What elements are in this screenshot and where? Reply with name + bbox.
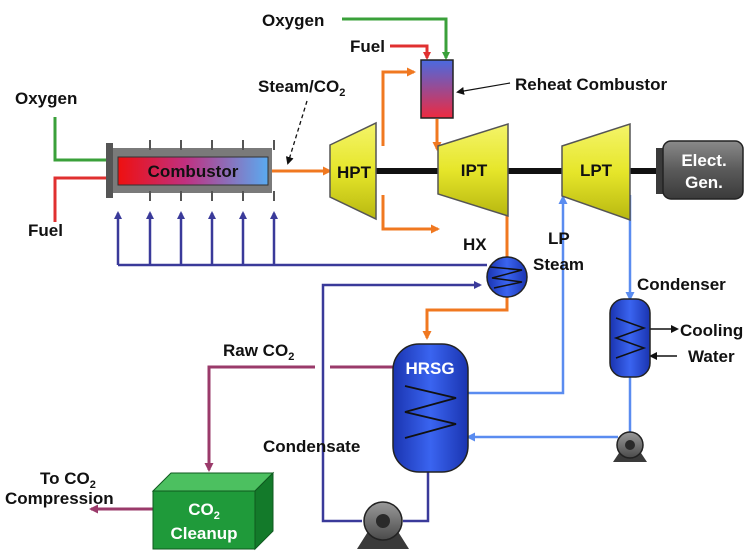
- oxygen-left-label: Oxygen: [15, 89, 77, 108]
- cooling-water-label-line2: Water: [688, 347, 735, 366]
- hrsg-vessel: HRSG: [392, 343, 469, 473]
- ipt-label: IPT: [461, 161, 488, 180]
- hp-turbine: HPT: [329, 121, 377, 221]
- fuel-left-label: Fuel: [28, 221, 63, 240]
- lp-steam-label-line1: LP: [548, 229, 570, 248]
- lpt-label: LPT: [580, 161, 613, 180]
- steam-co2-leader-line: [285, 100, 308, 165]
- generator-label-line2: Gen.: [685, 173, 723, 192]
- hpt-label: HPT: [337, 163, 372, 182]
- condenser-pump: [613, 431, 647, 462]
- fuel-top-label: Fuel: [350, 37, 385, 56]
- cleanup-label-line2: Cleanup: [170, 524, 237, 543]
- lp-turbine: LPT: [561, 122, 631, 222]
- hrsg-label: HRSG: [405, 359, 454, 378]
- electric-generator: Elect. Gen.: [656, 140, 744, 200]
- cleanup-label-line1: CO2: [188, 500, 220, 522]
- condensate-pump: [357, 501, 409, 549]
- lp-steam-label-line2: Steam: [533, 255, 584, 274]
- reheat-combustor: [420, 59, 454, 119]
- co2-cleanup-unit: CO2 Cleanup: [151, 471, 275, 551]
- condenser-label: Condenser: [637, 275, 726, 294]
- condensate-label: Condensate: [263, 437, 360, 456]
- generator-label-line1: Elect.: [681, 151, 726, 170]
- raw-co2-label: Raw CO2: [223, 341, 294, 363]
- cooling-water-arrows: [649, 325, 679, 360]
- to-co2-label-line2: Compression: [5, 489, 114, 508]
- ip-turbine: IPT: [437, 122, 509, 218]
- steam-lines: [272, 67, 509, 340]
- to-co2-label-line1: To CO2: [40, 469, 96, 491]
- steam-co2-label: Steam/CO2: [258, 77, 345, 99]
- condensate-return-lines: [114, 211, 487, 523]
- main-combustor: Combustor: [106, 140, 275, 201]
- condenser-vessel: [609, 298, 651, 378]
- oxygen-top-label: Oxygen: [262, 11, 324, 30]
- raw-co2-line: [89, 365, 395, 514]
- reheat-leader-line: [456, 82, 511, 95]
- cooling-water-label-line1: Cooling: [680, 321, 743, 340]
- reheat-combustor-label: Reheat Combustor: [515, 75, 667, 94]
- hx-label: HX: [463, 235, 487, 254]
- combustor-label: Combustor: [148, 162, 239, 181]
- oxygen-fuel-lines: [53, 17, 450, 222]
- hx-heat-exchanger: [486, 256, 528, 298]
